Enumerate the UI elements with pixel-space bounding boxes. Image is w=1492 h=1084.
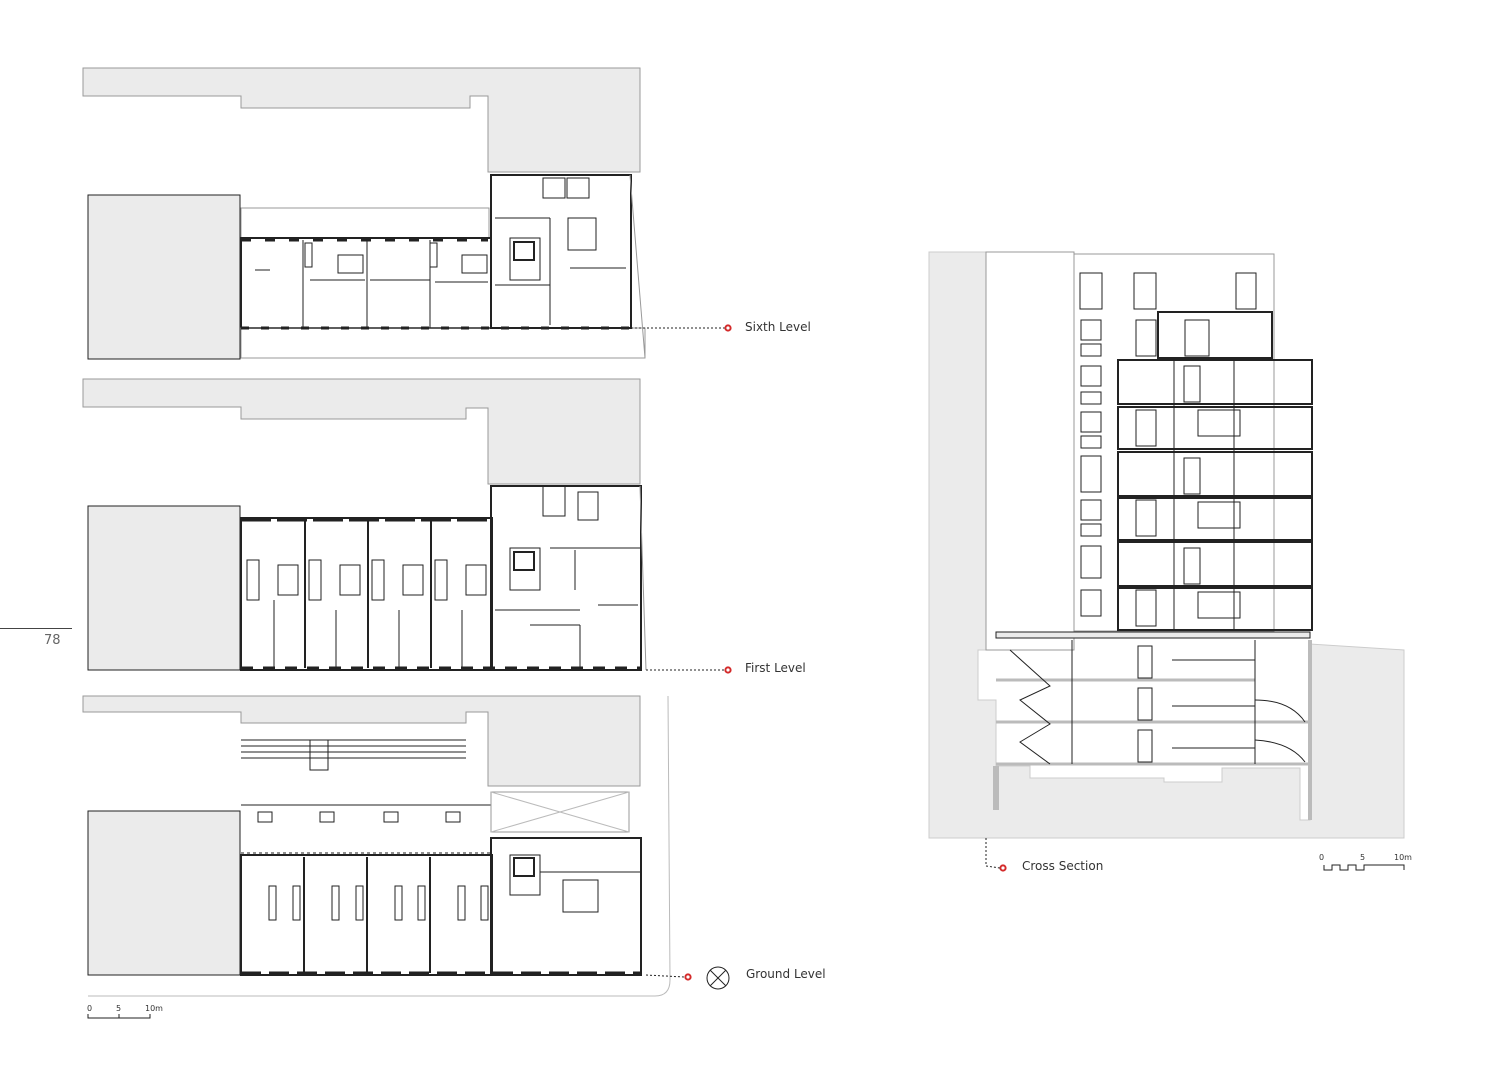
page-number: 78 [44, 633, 61, 648]
sixth-level-plan [82, 67, 725, 360]
cross-section-label: Cross Section [1022, 859, 1104, 873]
sixth-level-label: Sixth Level [745, 320, 811, 334]
scale-tick-5: 5 [116, 1004, 122, 1013]
scale-tick-0: 0 [1319, 853, 1325, 862]
page-rule [0, 628, 72, 629]
scale-bar-right [1323, 864, 1405, 871]
scale-tick-10m: 10m [145, 1004, 163, 1013]
ground-level-plan [82, 695, 730, 997]
section-marker-icon [724, 666, 732, 674]
ground-level-label: Ground Level [746, 967, 826, 981]
north-arrow-icon [706, 966, 730, 990]
scale-tick-0: 0 [87, 1004, 93, 1013]
section-marker-icon [724, 324, 732, 332]
scale-tick-10m: 10m [1394, 853, 1412, 862]
scale-bar-left [87, 1014, 151, 1019]
first-level-plan [82, 378, 725, 671]
cross-section [928, 251, 1405, 869]
level-markers [684, 324, 1007, 981]
first-level-label: First Level [745, 661, 806, 675]
section-marker-icon [999, 864, 1007, 872]
scale-tick-5: 5 [1360, 853, 1366, 862]
section-marker-icon [684, 973, 692, 981]
